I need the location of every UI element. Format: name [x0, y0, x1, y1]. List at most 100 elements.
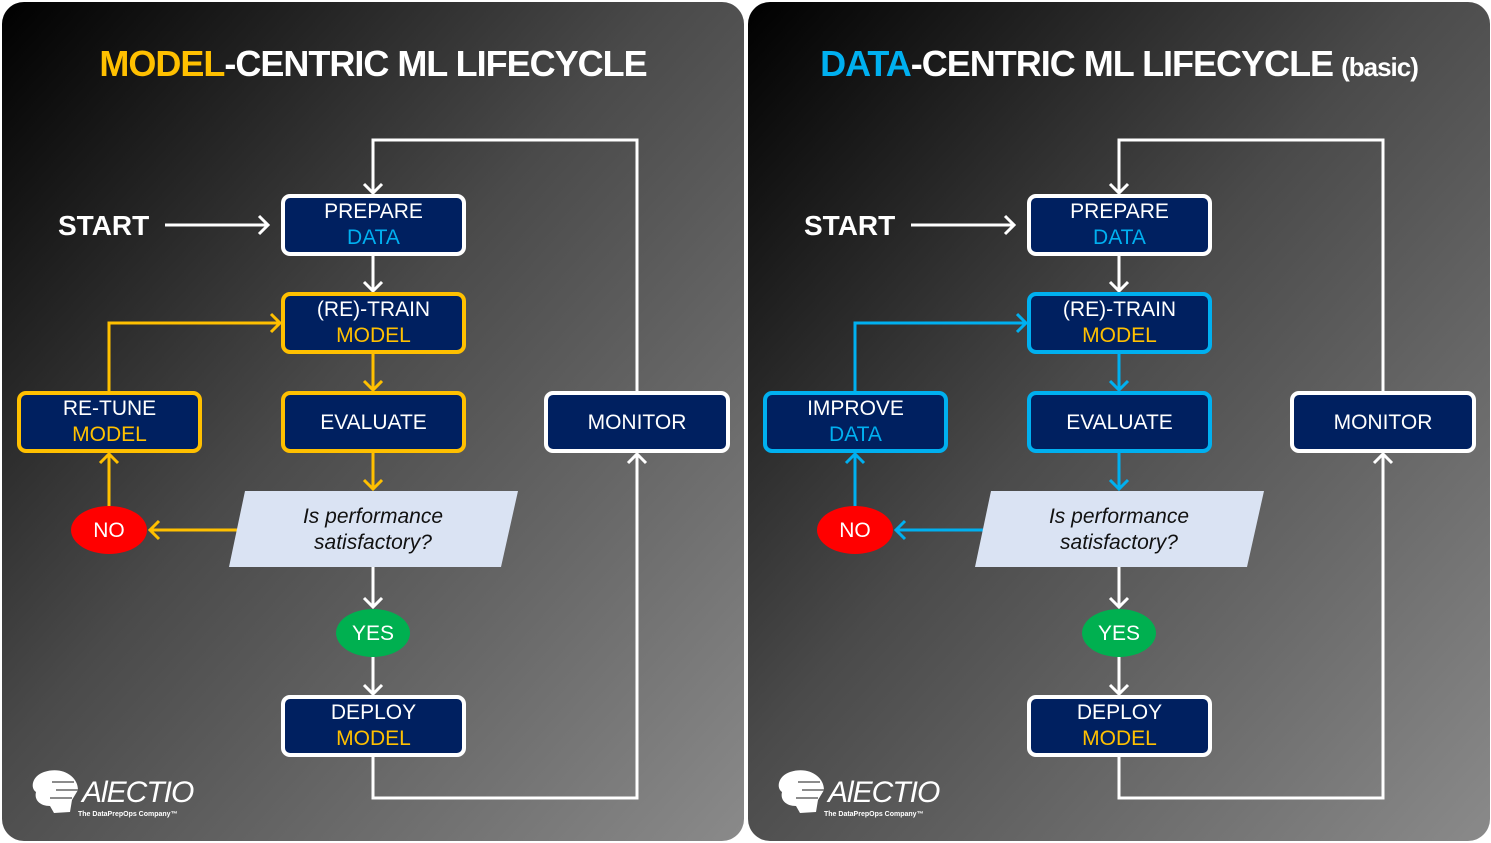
logo-tagline: The DataPrepOps Company™ [824, 811, 924, 818]
deploy-model-box-label-line2: MODEL [1082, 727, 1157, 750]
retune-model-box-label-line2: MODEL [72, 423, 147, 446]
improve-data-box-label-line1: IMPROVE [807, 397, 904, 420]
prepare-data-box[interactable]: PREPARE DATA [281, 194, 466, 256]
no-node: NO [71, 506, 147, 554]
improve-data-box[interactable]: IMPROVE DATA [763, 391, 948, 453]
retune-model-box-shape [17, 391, 202, 453]
decision-to-no-arrow-head [893, 519, 907, 541]
deploy-model-box-shape [1027, 695, 1212, 757]
retrain-model-box-label-line2: MODEL [1082, 324, 1157, 347]
retrain-to-evaluate-arrow-head [362, 379, 384, 393]
decision-performance: Is performance satisfactory? [975, 491, 1264, 567]
evaluate-box[interactable]: EVALUATE [1027, 391, 1212, 453]
retrain-model-box-label-line2: MODEL [336, 324, 411, 347]
improve-data-box-shape [763, 391, 948, 453]
title-rest: -CENTRIC ML LIFECYCLE [224, 43, 646, 84]
start-arrow-head [1003, 214, 1017, 236]
deploy-to-monitor-arrow [1117, 454, 1385, 800]
prepare-to-retrain-arrow-head [1108, 280, 1130, 294]
monitor-box-shape [1290, 391, 1476, 453]
logo-wordmark: AlECTIO [80, 776, 194, 809]
no-to-side-arrow-head [98, 451, 120, 465]
prepare-data-box[interactable]: PREPARE DATA [1027, 194, 1212, 256]
deploy-to-monitor-arrow [371, 454, 639, 800]
monitor-to-prepare-arrow-head [1108, 182, 1130, 196]
decision-line1: Is performance [1049, 505, 1189, 528]
logo-wordmark: AlECTIO [826, 776, 940, 809]
monitor-box[interactable]: MONITOR [1290, 391, 1476, 453]
logo-tagline: The DataPrepOps Company™ [78, 811, 178, 818]
deploy-model-box[interactable]: DEPLOY MODEL [1027, 695, 1212, 757]
retrain-model-box-shape [1027, 292, 1212, 354]
yes-node: YES [1082, 609, 1156, 657]
deploy-model-box-label-line1: DEPLOY [1077, 701, 1162, 724]
title-highlight: MODEL [99, 43, 224, 84]
alectio-logo: AlECTIO The DataPrepOps Company™ [778, 770, 941, 818]
title-suffix: (basic) [1341, 52, 1418, 82]
retrain-to-evaluate-arrow-head [1108, 379, 1130, 393]
evaluate-box-shape [281, 391, 466, 453]
logo-head-icon [32, 770, 78, 813]
yes-label: YES [1098, 622, 1140, 645]
decision-to-yes-arrow-head [1108, 596, 1130, 610]
yes-to-deploy-arrow-head [362, 683, 384, 697]
panel-title: MODEL-CENTRIC ML LIFECYCLE [99, 43, 646, 84]
prepare-to-retrain-arrow-head [362, 280, 384, 294]
decision-line1: Is performance [303, 505, 443, 528]
title-highlight: DATA [820, 43, 912, 84]
monitor-to-prepare-arrow [371, 138, 639, 393]
prepare-data-box-label-line2: DATA [347, 226, 400, 249]
decision-performance: Is performance satisfactory? [229, 491, 518, 567]
decision-to-yes-arrow-head [362, 596, 384, 610]
evaluate-box-shape [1027, 391, 1212, 453]
prepare-data-box-shape [1027, 194, 1212, 256]
deploy-model-box-label-line1: DEPLOY [331, 701, 416, 724]
side-to-retrain-arrow [107, 321, 280, 393]
start-label: START [58, 210, 149, 241]
retrain-model-box-shape [281, 292, 466, 354]
prepare-data-box-label-line1: PREPARE [1070, 200, 1169, 223]
retrain-model-box-label-line1: (RE)-TRAIN [1063, 298, 1176, 321]
start-label: START [804, 210, 895, 241]
decision-to-no-arrow-head [147, 519, 161, 541]
decision-shape [975, 491, 1264, 567]
title-rest: -CENTRIC ML LIFECYCLE [911, 43, 1333, 84]
retrain-model-box-label-line1: (RE)-TRAIN [317, 298, 430, 321]
side-to-retrain-arrow-head [269, 312, 283, 334]
monitor-box-shape [544, 391, 730, 453]
prepare-data-box-shape [281, 194, 466, 256]
yes-shape [1082, 609, 1156, 657]
deploy-model-box-shape [281, 695, 466, 757]
retrain-model-box[interactable]: (RE)-TRAIN MODEL [281, 292, 466, 354]
evaluate-box[interactable]: EVALUATE [281, 391, 466, 453]
evaluate-to-decision-arrow-head [1108, 478, 1130, 492]
prepare-data-box-label-line1: PREPARE [324, 200, 423, 223]
monitor-box[interactable]: MONITOR [544, 391, 730, 453]
evaluate-to-decision-arrow-head [362, 478, 384, 492]
decision-line2: satisfactory? [314, 531, 432, 554]
retune-model-box-label-line1: RE-TUNE [63, 397, 156, 420]
deploy-to-monitor-arrow-head [626, 451, 648, 465]
evaluate-box-label: EVALUATE [1066, 411, 1173, 434]
monitor-to-prepare-arrow [1117, 138, 1385, 393]
monitor-box-label: MONITOR [588, 411, 687, 434]
start-arrow-head [257, 214, 271, 236]
evaluate-box-label: EVALUATE [320, 411, 427, 434]
yes-to-deploy-arrow-head [1108, 683, 1130, 697]
no-shape [817, 506, 893, 554]
retrain-model-box[interactable]: (RE)-TRAIN MODEL [1027, 292, 1212, 354]
deploy-to-monitor-arrow-head [1372, 451, 1394, 465]
yes-shape [336, 609, 410, 657]
no-node: NO [817, 506, 893, 554]
decision-shape [229, 491, 518, 567]
retune-model-box[interactable]: RE-TUNE MODEL [17, 391, 202, 453]
side-to-retrain-arrow-head [1015, 312, 1029, 334]
side-to-retrain-arrow [853, 321, 1026, 393]
prepare-data-box-label-line2: DATA [1093, 226, 1146, 249]
decision-line2: satisfactory? [1060, 531, 1178, 554]
no-shape [71, 506, 147, 554]
improve-data-box-label-line2: DATA [829, 423, 882, 446]
no-to-side-arrow-head [844, 451, 866, 465]
